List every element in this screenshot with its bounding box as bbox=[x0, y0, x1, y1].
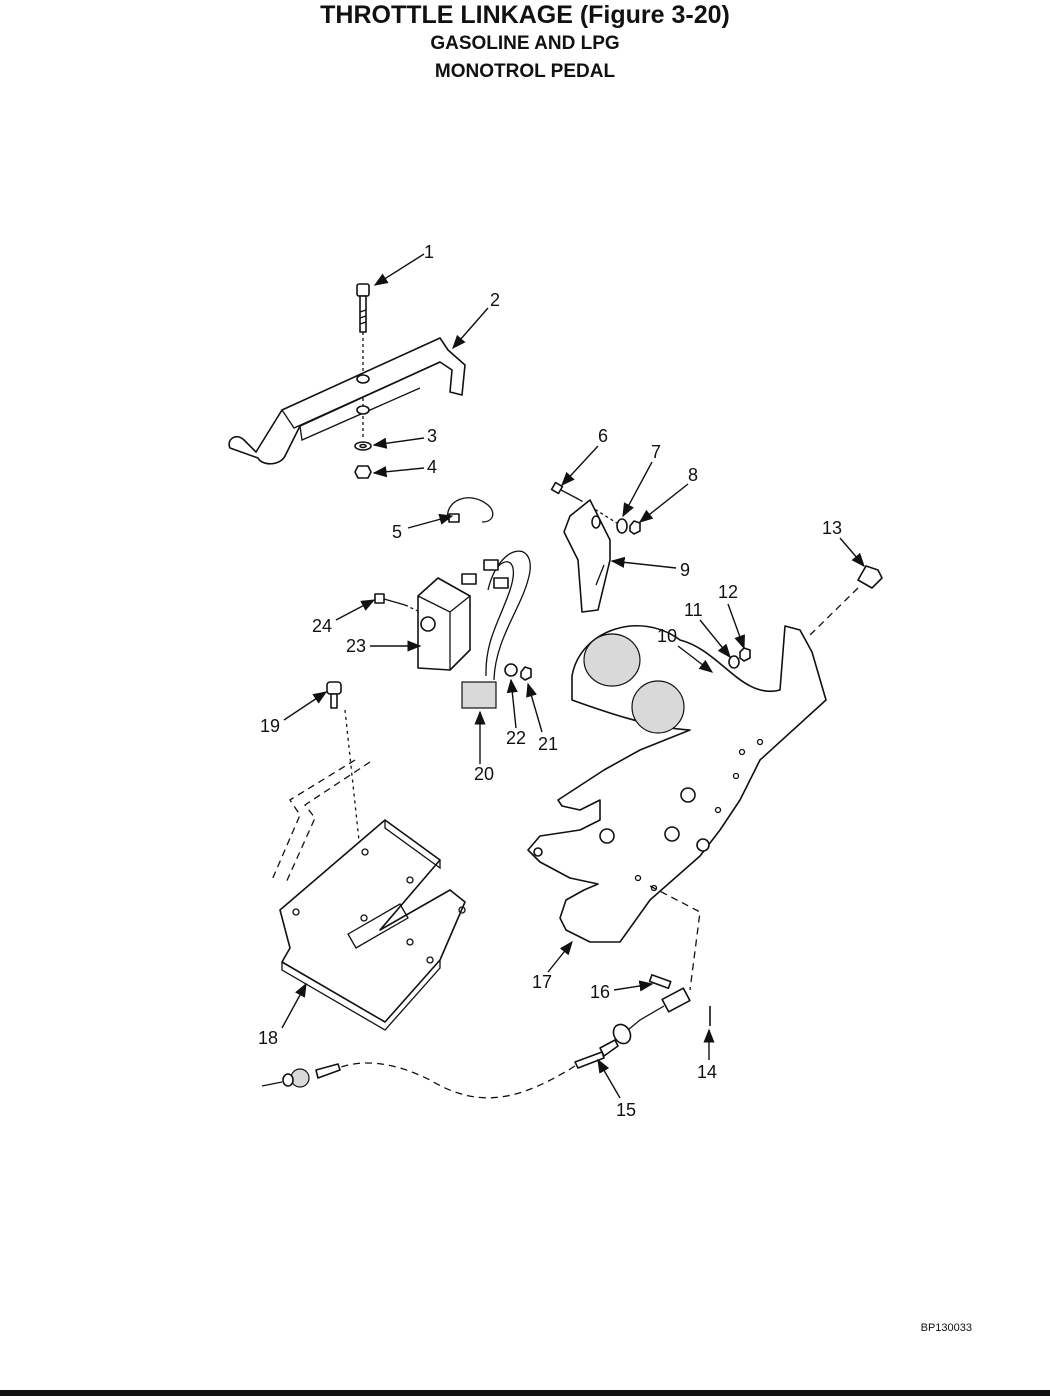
throttle-cable-part-15 bbox=[261, 987, 691, 1099]
bracket-part-2 bbox=[228, 337, 466, 465]
callout-4: 4 bbox=[427, 457, 437, 477]
pin-part-13 bbox=[809, 565, 883, 636]
footer-rule bbox=[0, 1390, 1050, 1396]
screw-part-19 bbox=[326, 681, 361, 851]
figure-subtitle-fuel: GASOLINE AND LPG bbox=[430, 33, 620, 54]
callout-14: 14 bbox=[697, 1062, 717, 1082]
cable-tie-part-5 bbox=[447, 497, 494, 523]
callout-10: 10 bbox=[657, 626, 677, 646]
callout-9: 9 bbox=[680, 560, 690, 580]
screw-part-24 bbox=[374, 593, 421, 613]
washer-part-11 bbox=[728, 655, 740, 669]
callout-11: 11 bbox=[684, 600, 703, 620]
callout-13: 13 bbox=[822, 518, 842, 538]
callout-6: 6 bbox=[598, 426, 608, 446]
washer-part-7 bbox=[616, 518, 628, 534]
callout-12: 12 bbox=[718, 582, 738, 602]
callout-17: 17 bbox=[532, 972, 552, 992]
figure-header: THROTTLE LINKAGE (Figure 3-20) GASOLINE … bbox=[0, 0, 1050, 86]
bolt-part-1 bbox=[356, 283, 370, 440]
clevis-pin-part-16 bbox=[648, 974, 672, 990]
callout-5: 5 bbox=[392, 522, 402, 542]
nut-part-4 bbox=[354, 465, 372, 479]
callout-7: 7 bbox=[651, 442, 661, 462]
nut-part-8 bbox=[629, 520, 641, 535]
callout-15: 15 bbox=[616, 1100, 636, 1120]
callout-21: 21 bbox=[538, 734, 558, 754]
callout-18: 18 bbox=[258, 1028, 278, 1048]
washer-part-3 bbox=[354, 441, 372, 451]
callout-leaders bbox=[281, 253, 865, 1099]
callout-22: 22 bbox=[506, 728, 526, 748]
callout-3: 3 bbox=[427, 426, 437, 446]
callout-8: 8 bbox=[688, 465, 698, 485]
callout-24: 24 bbox=[312, 616, 332, 636]
mounting-plate-part-9 bbox=[563, 499, 611, 613]
callout-2: 2 bbox=[490, 290, 500, 310]
callout-19: 19 bbox=[260, 716, 280, 736]
callout-labels: 1 2 3 4 5 6 7 8 9 10 11 12 13 14 15 16 1… bbox=[258, 242, 842, 1120]
callout-1: 1 bbox=[424, 242, 434, 262]
callout-16: 16 bbox=[590, 982, 610, 1002]
nut-part-21 bbox=[520, 666, 532, 681]
pedal-plate-part-18 bbox=[271, 759, 466, 1031]
figure-subtitle-pedal: MONOTROL PEDAL bbox=[434, 61, 616, 82]
callout-23: 23 bbox=[346, 636, 366, 656]
pedal-frame-part-17 bbox=[527, 625, 827, 991]
nut-part-12 bbox=[739, 647, 751, 662]
switch-housing-part-23 bbox=[417, 573, 477, 671]
washer-part-22 bbox=[504, 663, 518, 677]
callout-20: 20 bbox=[474, 764, 494, 784]
document-id: BP130033 bbox=[920, 1322, 972, 1334]
figure-title: THROTTLE LINKAGE (Figure 3-20) bbox=[320, 1, 730, 29]
connector-part-20 bbox=[461, 550, 531, 709]
